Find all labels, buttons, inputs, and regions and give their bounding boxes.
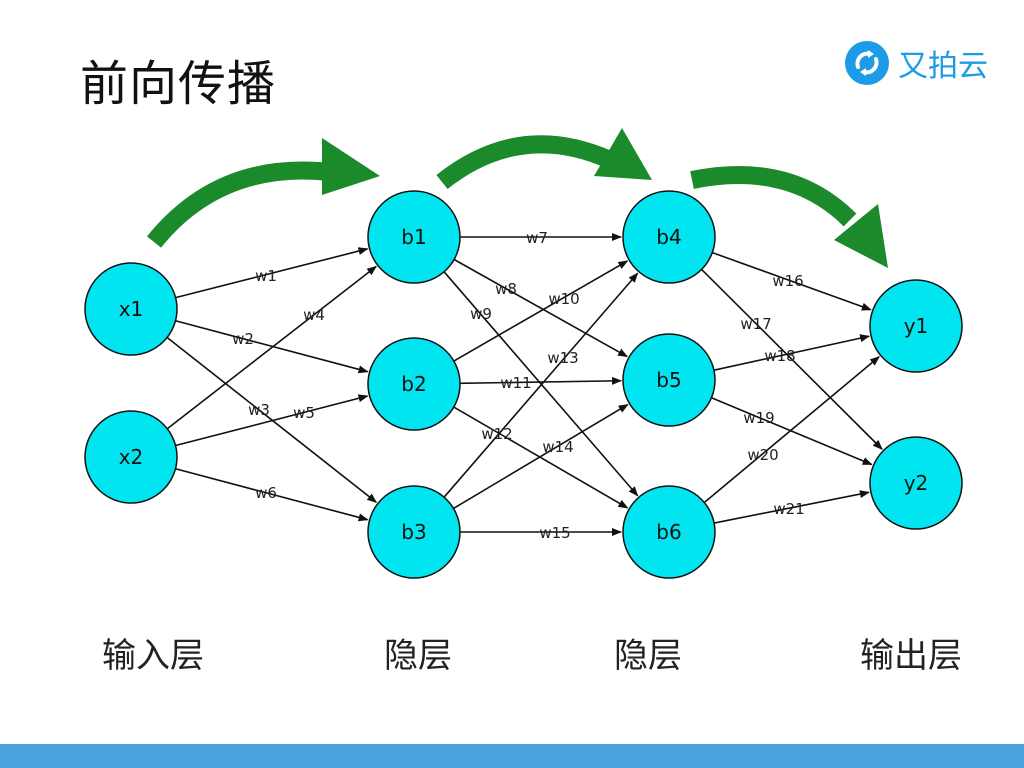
edge-x2-b1 [166,265,377,430]
edge-b6-y2 [713,490,870,524]
node-label-b3: b3 [401,520,426,544]
layer-label-hidden-1: 隐层 [384,636,452,676]
weight-label-w4: w4 [303,306,325,324]
logo-text: 又拍云 [898,49,988,84]
node-label-x1: x1 [119,297,144,321]
weight-label-w7: w7 [526,229,548,247]
edge-b6-y1 [703,356,880,504]
node-b3 [367,485,461,579]
logo: 又拍云 [844,40,988,86]
node-b6 [622,485,716,579]
edge-b3-b4 [443,272,639,498]
edge-b5-y2 [711,396,873,466]
flow-arrowhead-2 [594,128,652,180]
weight-label-w6: w6 [255,484,277,502]
node-b2 [367,337,461,431]
node-label-y2: y2 [904,471,929,495]
layer-label-output: 输出层 [860,636,962,676]
weight-label-w8: w8 [495,280,517,298]
weight-label-w19: w19 [743,409,774,427]
weight-label-w15: w15 [539,524,570,542]
weight-label-w18: w18 [764,347,795,365]
edge-b1-b6 [443,271,639,497]
weight-label-w5: w5 [293,404,315,422]
node-b5 [622,333,716,427]
flow-arrow-3 [690,166,857,227]
weight-label-w13: w13 [547,349,578,367]
weight-label-w12: w12 [481,425,512,443]
node-y2 [869,436,963,530]
weight-label-w20: w20 [747,446,778,464]
weight-label-w1: w1 [255,267,277,285]
node-label-y1: y1 [904,314,929,338]
layer-label-input: 输入层 [102,636,204,676]
edge-b4-y1 [712,251,872,311]
bottom-bar [0,744,1024,768]
upyun-logo-icon [845,41,889,85]
page-title: 前向传播 [80,56,277,112]
edge-b5-y1 [713,334,871,371]
weight-label-w16: w16 [772,272,803,290]
edge-x1-b1 [175,247,369,299]
node-label-b4: b4 [656,225,681,249]
edge-x2-b3 [175,468,369,522]
weight-label-w11: w11 [500,374,531,392]
edge-x1-b2 [175,320,369,374]
weight-label-w10: w10 [548,290,579,308]
node-y1 [869,279,963,373]
edge-b1-b5 [453,258,629,358]
node-label-b1: b1 [401,225,426,249]
node-x2 [84,410,178,504]
weight-label-w14: w14 [542,438,573,456]
layer-label-hidden-2: 隐层 [614,636,682,676]
edge-b2-b4 [453,260,629,362]
flow-arrow-2 [436,135,614,190]
flow-arrows [146,128,888,268]
node-b4 [622,190,716,284]
weight-label-w3: w3 [248,401,270,419]
node-label-b2: b2 [401,372,426,396]
flow-arrowhead-3 [834,204,888,268]
edge-b2-b5 [459,376,623,385]
edge-b2-b6 [453,406,629,509]
weight-label-w2: w2 [232,330,254,348]
edge-x2-b2 [175,394,369,447]
node-label-b6: b6 [656,520,681,544]
edge-b4-y2 [701,268,883,450]
weight-label-w17: w17 [740,315,771,333]
weight-label-w21: w21 [773,500,804,518]
node-b1 [367,190,461,284]
edge-b3-b5 [453,403,629,510]
node-label-b5: b5 [656,368,681,392]
flow-arrowhead-1 [322,138,380,195]
weight-label-w9: w9 [470,305,492,323]
node-x1 [84,262,178,356]
nodes: x1 x2 b1 b2 b3 b4 b5 b6 y1 y2 [84,190,963,579]
flow-arrow-1 [146,161,331,248]
node-label-x2: x2 [119,445,144,469]
